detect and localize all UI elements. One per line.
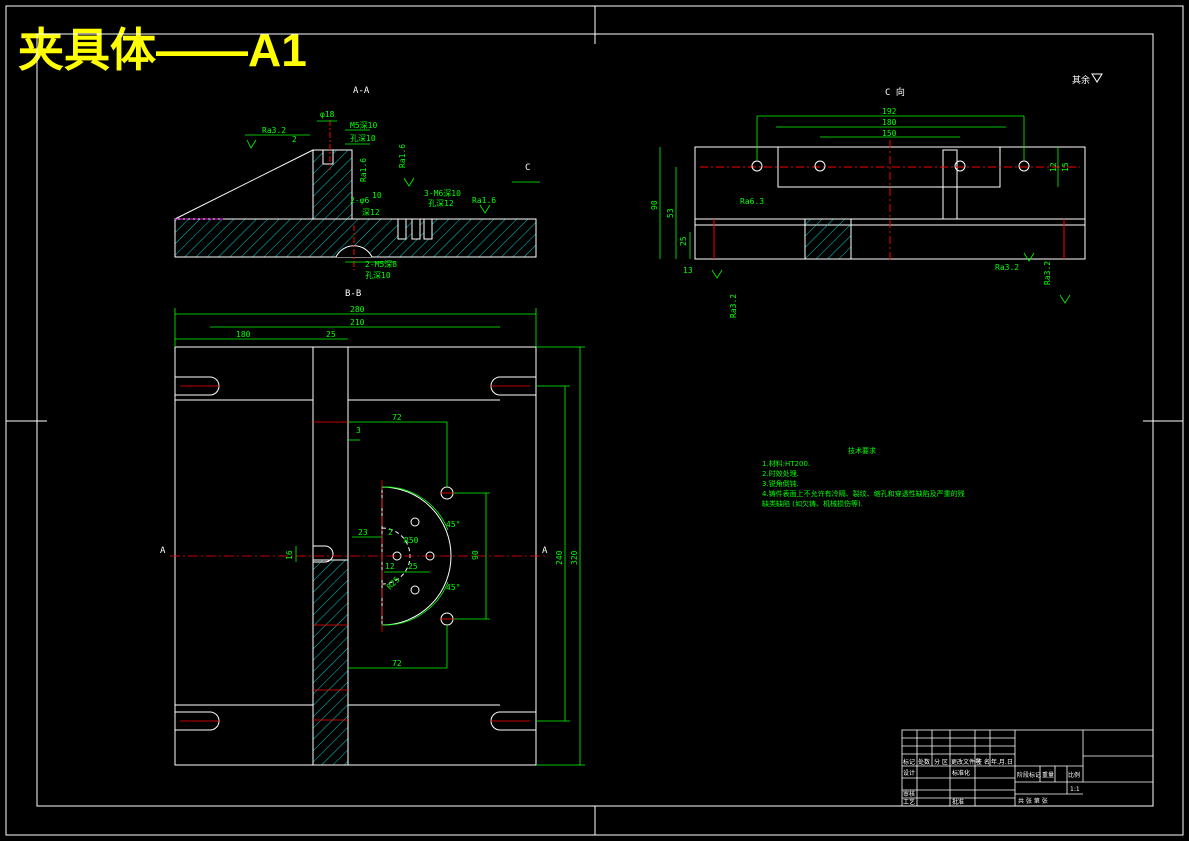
svg-text:25: 25 — [408, 562, 418, 571]
c-direction-view: C 向 192 180 150 90 — [650, 86, 1086, 318]
svg-text:2-φ6: 2-φ6 — [350, 196, 369, 205]
c-direction-arrow: C — [525, 163, 530, 173]
svg-text:处数: 处数 — [918, 758, 930, 766]
svg-text:缺类缺陷 (如欠铸、机械损伤等).: 缺类缺陷 (如欠铸、机械损伤等). — [762, 499, 863, 508]
svg-text:2: 2 — [292, 135, 297, 144]
svg-text:180: 180 — [882, 118, 897, 127]
svg-text:设计: 设计 — [903, 769, 915, 777]
svg-text:阶段标记: 阶段标记 — [1017, 771, 1041, 779]
svg-text:210: 210 — [350, 318, 365, 327]
svg-text:2: 2 — [388, 528, 393, 537]
svg-text:72: 72 — [392, 659, 402, 668]
svg-text:共 张 第 张: 共 张 第 张 — [1018, 797, 1048, 805]
svg-text:23: 23 — [358, 528, 368, 537]
svg-text:1.材料:HT200.: 1.材料:HT200. — [762, 459, 810, 468]
section-bb-view: B-B — [160, 289, 585, 766]
svg-text:10: 10 — [372, 191, 382, 200]
svg-text:3.锐角倒钝.: 3.锐角倒钝. — [762, 479, 799, 488]
svg-text:16: 16 — [285, 550, 294, 560]
svg-text:M5深10: M5深10 — [350, 121, 377, 130]
svg-text:280: 280 — [350, 305, 365, 314]
svg-text:批准: 批准 — [952, 798, 964, 806]
svg-text:25: 25 — [326, 330, 336, 339]
sheet-frame — [5, 5, 1184, 836]
svg-text:4.铸件表面上不允许有冷隔、裂纹、缩孔和穿透性缺陷及严重的残: 4.铸件表面上不允许有冷隔、裂纹、缩孔和穿透性缺陷及严重的残 — [762, 489, 965, 498]
svg-text:2-M5深8: 2-M5深8 — [365, 260, 397, 269]
svg-text:2.时效处理.: 2.时效处理. — [762, 469, 799, 478]
svg-text:15: 15 — [1061, 162, 1070, 172]
svg-text:45°: 45° — [446, 520, 460, 529]
svg-text:标准化: 标准化 — [952, 769, 970, 777]
svg-text:45°: 45° — [446, 583, 460, 592]
section-marker-a-left: A — [160, 546, 166, 556]
svg-text:签 名: 签 名 — [976, 758, 990, 766]
svg-text:3-M6深10: 3-M6深10 — [424, 189, 461, 198]
svg-text:Ra1.6: Ra1.6 — [359, 158, 368, 182]
svg-text:Ra3.2: Ra3.2 — [262, 126, 286, 135]
view-label-aa: A-A — [353, 86, 370, 96]
svg-text:审核: 审核 — [903, 790, 915, 798]
title-block-text: 标记 处数 分 区 更改文件号 签 名 年.月.日 设计 标准化 审核 工艺 批… — [903, 758, 1080, 806]
view-label-bb: B-B — [345, 289, 361, 299]
svg-text:孔深10: 孔深10 — [365, 271, 391, 280]
svg-text:Ra1.6: Ra1.6 — [398, 144, 407, 168]
svg-text:25: 25 — [679, 236, 688, 246]
svg-text:Ra1.6: Ra1.6 — [472, 196, 496, 205]
svg-text:12: 12 — [1049, 162, 1058, 172]
svg-text:分 区: 分 区 — [934, 758, 948, 766]
corner-roughness: 其余 — [1072, 73, 1103, 86]
view-label-c: C 向 — [885, 86, 905, 98]
svg-text:工艺: 工艺 — [903, 798, 915, 806]
svg-text:Ra3.2: Ra3.2 — [995, 263, 1019, 272]
svg-text:13: 13 — [683, 266, 693, 275]
svg-text:72: 72 — [392, 413, 402, 422]
svg-text:1:1: 1:1 — [1070, 786, 1080, 793]
svg-text:标记: 标记 — [903, 758, 915, 766]
svg-text:240: 240 — [555, 550, 564, 565]
svg-text:3: 3 — [356, 426, 361, 435]
svg-text:192: 192 — [882, 107, 897, 116]
svg-text:更改文件号: 更改文件号 — [951, 758, 981, 766]
svg-text:孔深10: 孔深10 — [350, 134, 376, 143]
svg-text:12: 12 — [385, 562, 395, 571]
svg-text:φ18: φ18 — [320, 110, 335, 119]
svg-text:重量: 重量 — [1042, 771, 1054, 779]
svg-text:90: 90 — [650, 200, 659, 210]
svg-text:Ra6.3: Ra6.3 — [740, 197, 764, 206]
title-block — [901, 729, 1154, 807]
svg-text:150: 150 — [882, 129, 897, 138]
svg-text:Ra3.2: Ra3.2 — [729, 294, 738, 318]
section-aa-view: A-A φ18 Ra3.2 2 M5深10 孔深10 Ra1.6 Ra1.6 — [174, 86, 540, 280]
svg-text:比例: 比例 — [1068, 771, 1080, 779]
section-marker-a-right: A — [542, 546, 548, 556]
svg-text:Ra3.2: Ra3.2 — [1043, 261, 1052, 285]
drawing-title: 夹具体——A1 — [18, 24, 307, 76]
technical-requirements: 技术要求 1.材料:HT200. 2.时效处理. 3.锐角倒钝. 4.铸件表面上… — [762, 446, 965, 508]
svg-text:孔深12: 孔深12 — [428, 199, 454, 208]
svg-text:R25: R25 — [385, 575, 402, 592]
svg-text:90: 90 — [471, 550, 480, 560]
svg-text:320: 320 — [570, 550, 579, 565]
svg-text:技术要求: 技术要求 — [848, 446, 876, 455]
svg-text:年.月.日: 年.月.日 — [991, 758, 1013, 766]
svg-text:53: 53 — [666, 208, 675, 218]
svg-text:其余: 其余 — [1072, 74, 1090, 86]
svg-text:180: 180 — [236, 330, 251, 339]
svg-text:深12: 深12 — [362, 208, 380, 217]
svg-text:R50: R50 — [404, 536, 419, 545]
